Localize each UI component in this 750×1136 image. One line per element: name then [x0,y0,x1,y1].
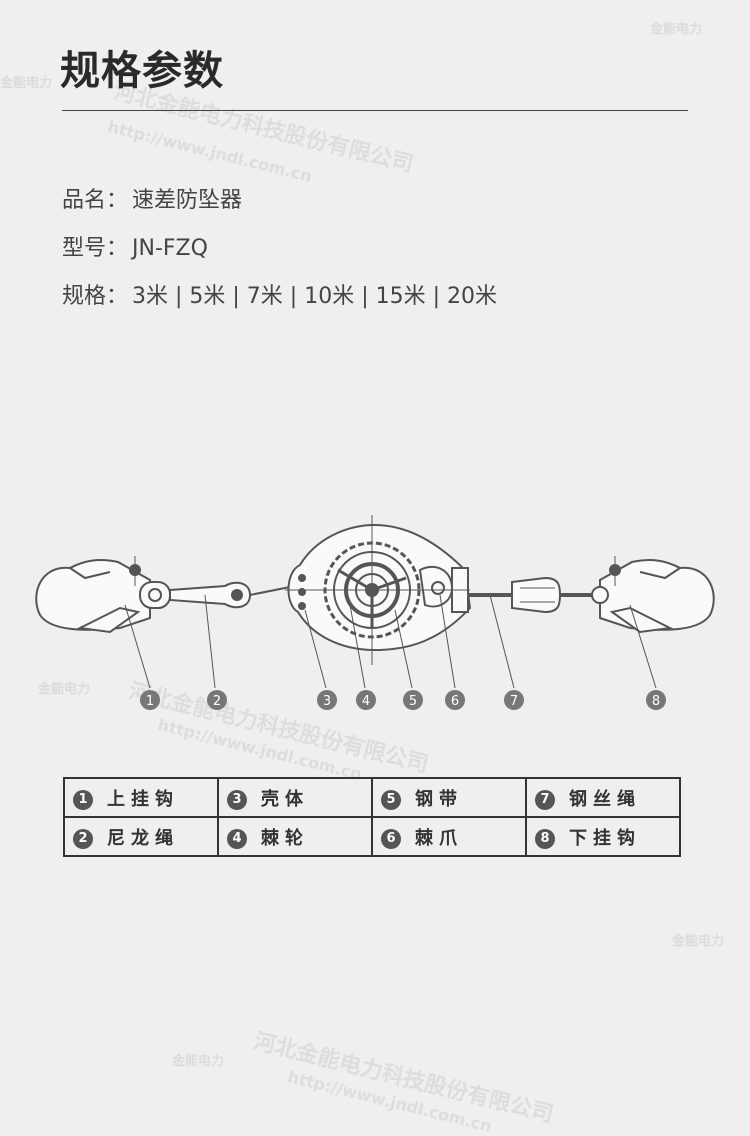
part-cell: 2 尼龙绳 [63,816,219,857]
part-number: 6 [381,828,401,849]
part-number: 8 [535,828,555,849]
watermark-logo: 金能电力 [38,682,91,697]
callout-label: 6 [451,694,459,709]
callout-label: 7 [510,694,518,709]
part-name: 上挂钩 [107,788,179,810]
spec-label: 规格： [62,284,129,309]
nylon-rope [169,581,252,609]
callout-2: 2 [207,690,227,710]
spec-label: 型号： [62,236,129,261]
spec-model: 型号：JN-FZQ [62,230,208,262]
callout-label: 3 [323,694,331,709]
page-title: 规格参数 [60,48,224,94]
part-cell: 5 钢带 [371,777,527,818]
table-row: 1 上挂钩 3 壳体 5 钢带 7 钢丝绳 [63,777,681,818]
spec-value: 速差防坠器 [132,188,243,213]
upper-hook-latch [76,606,141,634]
part-cell: 3 壳体 [217,777,373,818]
spec-product-name: 品名：速差防坠器 [62,182,242,214]
fall-arrester-diagram: 1 2 3 4 5 6 7 8 [35,515,715,710]
callout-label: 1 [146,694,154,709]
part-cell: 6 棘爪 [371,816,527,857]
part-name: 下挂钩 [569,827,641,849]
part-name: 钢带 [415,788,463,810]
watermark-logo: 金能电力 [0,76,53,91]
part-number: 1 [73,789,93,810]
spec-sizes: 规格：3米 | 5米 | 7米 | 10米 | 15米 | 20米 [62,278,497,310]
part-number: 4 [227,828,247,849]
part-name: 棘轮 [261,827,309,849]
callout-8: 8 [646,690,666,710]
part-name: 壳体 [261,788,309,810]
upper-hook-tip [69,567,111,580]
part-name: 钢丝绳 [569,788,641,810]
part-number: 5 [381,789,401,810]
callout-6: 6 [445,690,465,710]
title-divider [62,110,688,111]
callout-label: 5 [409,694,417,709]
pawl [418,565,454,608]
table-row: 2 尼龙绳 4 棘轮 6 棘爪 8 下挂钩 [63,816,681,857]
part-name: 尼龙绳 [107,827,179,849]
watermark-logo: 金能电力 [172,1054,225,1069]
watermark-logo: 金能电力 [672,934,725,949]
part-number: 2 [73,828,93,849]
part-cell: 1 上挂钩 [63,777,219,818]
part-cell: 8 下挂钩 [525,816,681,857]
swivel [139,581,171,609]
callout-7: 7 [504,690,524,710]
watermark-logo: 金能电力 [650,22,703,37]
parts-legend-table: 1 上挂钩 3 壳体 5 钢带 7 钢丝绳 2 尼龙绳 4 棘轮 6 棘爪 8 下挂钩 [63,777,681,857]
part-number: 3 [227,789,247,810]
callout-label: 2 [213,694,221,709]
callout-4: 4 [356,690,376,710]
part-cell: 7 钢丝绳 [525,777,681,818]
part-name: 棘爪 [415,827,463,849]
spec-label: 品名： [62,188,129,213]
spec-value: JN-FZQ [132,236,208,261]
spec-value: 3米 | 5米 | 7米 | 10米 | 15米 | 20米 [132,284,497,309]
callout-label: 8 [652,694,660,709]
part-number: 7 [535,789,555,810]
callout-1: 1 [140,690,160,710]
callout-3: 3 [317,690,337,710]
callout-5: 5 [403,690,423,710]
part-cell: 4 棘轮 [217,816,373,857]
callout-label: 4 [362,694,370,709]
